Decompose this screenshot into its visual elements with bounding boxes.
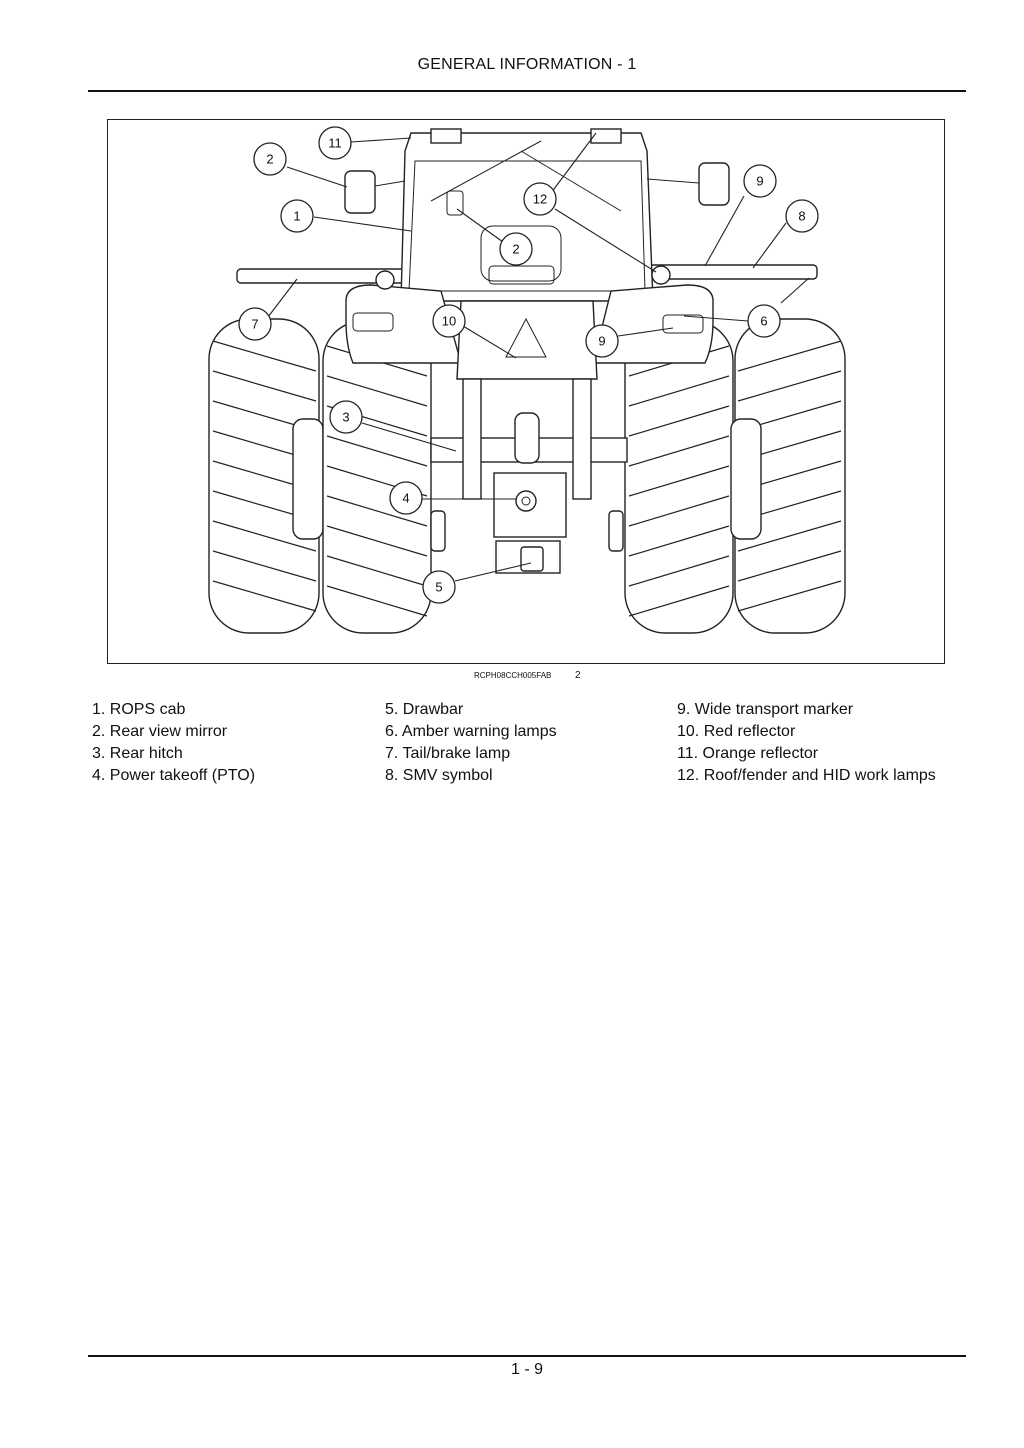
svg-text:3: 3 xyxy=(342,410,349,425)
svg-text:10: 10 xyxy=(442,314,456,329)
tractor-illustration: 11 2 1 2 12 9 8 7 10 9 6 3 4 5 xyxy=(208,126,846,634)
callout-6-right: 6 xyxy=(747,304,781,338)
svg-text:12: 12 xyxy=(533,192,547,207)
legend-item: 11. Orange reflector xyxy=(677,745,819,762)
legend-item: 5. Drawbar xyxy=(385,701,464,718)
legend-item: 2. Rear view mirror xyxy=(92,723,228,740)
legend-item: 12. Roof/fender and HID work lamps xyxy=(677,767,936,784)
legend-item: 1. ROPS cab xyxy=(92,701,186,718)
rear-body xyxy=(456,300,598,380)
tractor-rear-view-figure: 11 2 1 2 12 9 8 7 10 9 6 3 4 5 xyxy=(107,119,945,664)
footer-rule xyxy=(88,1355,966,1357)
svg-text:7: 7 xyxy=(251,317,258,332)
left-amber-lamp xyxy=(375,270,395,290)
figure-number: 2 xyxy=(575,670,581,681)
right-inner-tire xyxy=(624,320,734,634)
header-rule xyxy=(88,90,966,92)
page-number: 1 - 9 xyxy=(510,1361,543,1378)
callout-1: 1 xyxy=(280,199,314,233)
legend-column-3: 9. Wide transport marker 10. Red reflect… xyxy=(677,699,936,787)
callout-2-mirror: 2 xyxy=(253,142,287,176)
left-inner-tire xyxy=(322,320,432,634)
left-outer-tire xyxy=(208,318,324,634)
svg-text:1: 1 xyxy=(293,209,300,224)
legend-item: 7. Tail/brake lamp xyxy=(385,745,511,762)
callout-4: 4 xyxy=(389,481,423,515)
callout-8: 10 xyxy=(432,304,466,338)
figure-caption-code: RCPH08CCH005FAB xyxy=(474,671,552,680)
callout-7: 9 xyxy=(585,324,619,358)
callout-6-top: 11 xyxy=(318,126,352,160)
svg-text:11: 11 xyxy=(328,136,342,151)
page-header-title: GENERAL INFORMATION - 1 xyxy=(417,56,637,73)
callout-11: 9 xyxy=(743,164,777,198)
legend-item: 9. Wide transport marker xyxy=(677,701,854,718)
legend-column-1: 1. ROPS cab 2. Rear view mirror 3. Rear … xyxy=(92,699,255,787)
svg-text:4: 4 xyxy=(402,491,409,506)
callout-leaders xyxy=(267,132,810,582)
callout-2-cab: 2 xyxy=(499,232,533,266)
left-mirror xyxy=(344,170,376,214)
callout-5: 5 xyxy=(422,570,456,604)
legend-item: 3. Rear hitch xyxy=(92,745,183,762)
right-transport-bar xyxy=(646,264,818,280)
svg-text:8: 8 xyxy=(798,209,805,224)
right-outer-tire xyxy=(730,318,846,634)
legend-item: 6. Amber warning lamps xyxy=(385,723,557,740)
legend-item: 8. SMV symbol xyxy=(385,767,493,784)
smv-symbol xyxy=(505,317,547,358)
callout-10: 8 xyxy=(785,199,819,233)
svg-text:6: 6 xyxy=(760,314,767,329)
pto-shaft xyxy=(515,490,537,512)
callout-12: 12 xyxy=(523,182,557,216)
legend-item: 10. Red reflector xyxy=(677,723,796,740)
svg-text:9: 9 xyxy=(756,174,763,189)
callout-3: 3 xyxy=(329,400,363,434)
svg-text:5: 5 xyxy=(435,580,442,595)
rops-cab xyxy=(400,128,654,302)
svg-text:2: 2 xyxy=(512,242,519,257)
svg-text:9: 9 xyxy=(598,334,605,349)
right-mirror xyxy=(698,162,730,206)
svg-text:2: 2 xyxy=(266,152,273,167)
legend-column-2: 5. Drawbar 6. Amber warning lamps 7. Tai… xyxy=(385,699,557,787)
callout-9: 7 xyxy=(238,307,272,341)
legend-item: 4. Power takeoff (PTO) xyxy=(92,767,256,784)
right-amber-lamp xyxy=(651,265,671,285)
pto-housing xyxy=(493,472,567,538)
